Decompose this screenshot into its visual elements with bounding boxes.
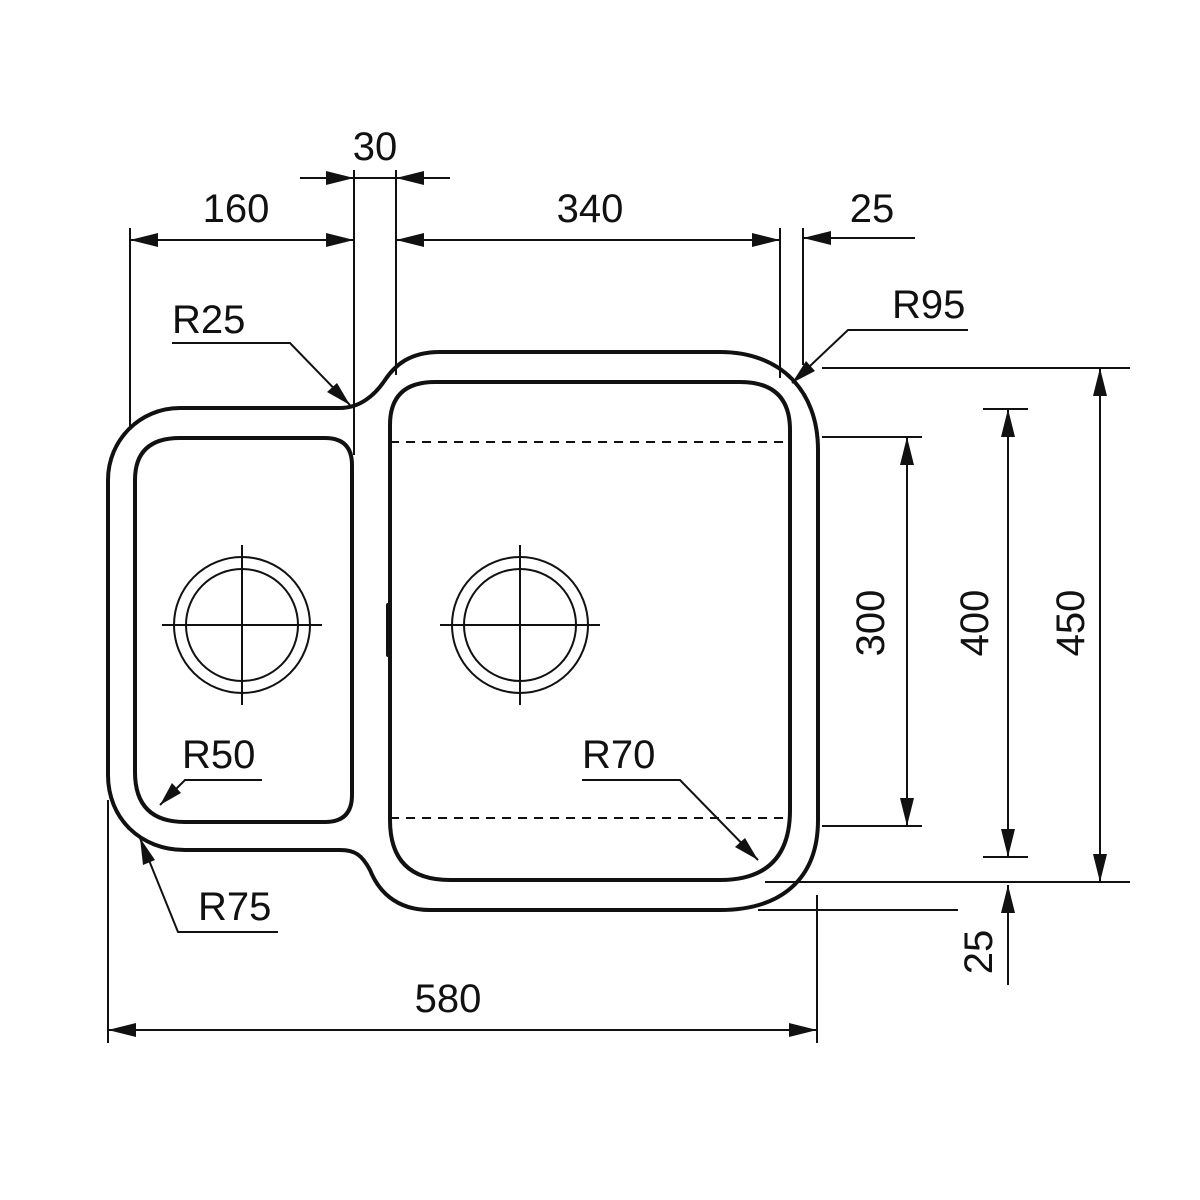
bowl-inner-height-label: 300 (849, 590, 893, 657)
bowl-height-label: 400 (953, 590, 997, 657)
top-extension-lines (129, 170, 804, 455)
dimension-bowl-inner-height: 300 (849, 437, 914, 826)
bottom-rim-width-label: 25 (957, 930, 1001, 975)
small-bowl-radius-label: R50 (182, 733, 255, 777)
dimension-right-rim-width: 25 (803, 187, 915, 245)
large-bowl-width-label: 340 (557, 187, 624, 231)
dimension-bottom-rim-width: 25 (957, 885, 1015, 985)
overall-width-label: 580 (415, 977, 482, 1021)
leader-outer-bottom-left-radius: R75 (139, 837, 278, 933)
small-bowl-width-label: 160 (203, 187, 270, 231)
outer-top-right-radius-label: R95 (892, 283, 965, 327)
sink-outer-outline (106, 350, 820, 912)
right-rim-width-label: 25 (850, 187, 895, 231)
large-bowl-outline (388, 380, 792, 882)
large-bowl-waste-outlet (440, 545, 600, 705)
dimension-large-bowl-width: 340 (396, 187, 780, 247)
outer-bottom-left-radius-label: R75 (198, 885, 271, 929)
divider-notch-radius-label: R25 (172, 298, 245, 342)
leader-large-bowl-radius: R70 (582, 733, 759, 861)
dimension-overall-height: 450 (1049, 368, 1107, 882)
small-bowl-outline (133, 436, 354, 824)
dimension-divider-width: 30 (300, 125, 450, 185)
right-extension-lines (758, 367, 1130, 911)
leader-small-bowl-radius: R50 (159, 733, 262, 806)
leader-outer-top-right-radius: R95 (791, 283, 968, 384)
overall-height-label: 450 (1049, 590, 1093, 657)
dimension-overall-width: 580 (107, 800, 818, 1043)
small-bowl-waste-outlet (162, 545, 322, 705)
divider-width-label: 30 (353, 125, 398, 169)
dimension-bowl-height: 400 (953, 409, 1015, 857)
leader-divider-notch-radius: R25 (172, 298, 351, 406)
dimension-small-bowl-width: 160 (130, 187, 354, 247)
large-bowl-radius-label: R70 (582, 733, 655, 777)
